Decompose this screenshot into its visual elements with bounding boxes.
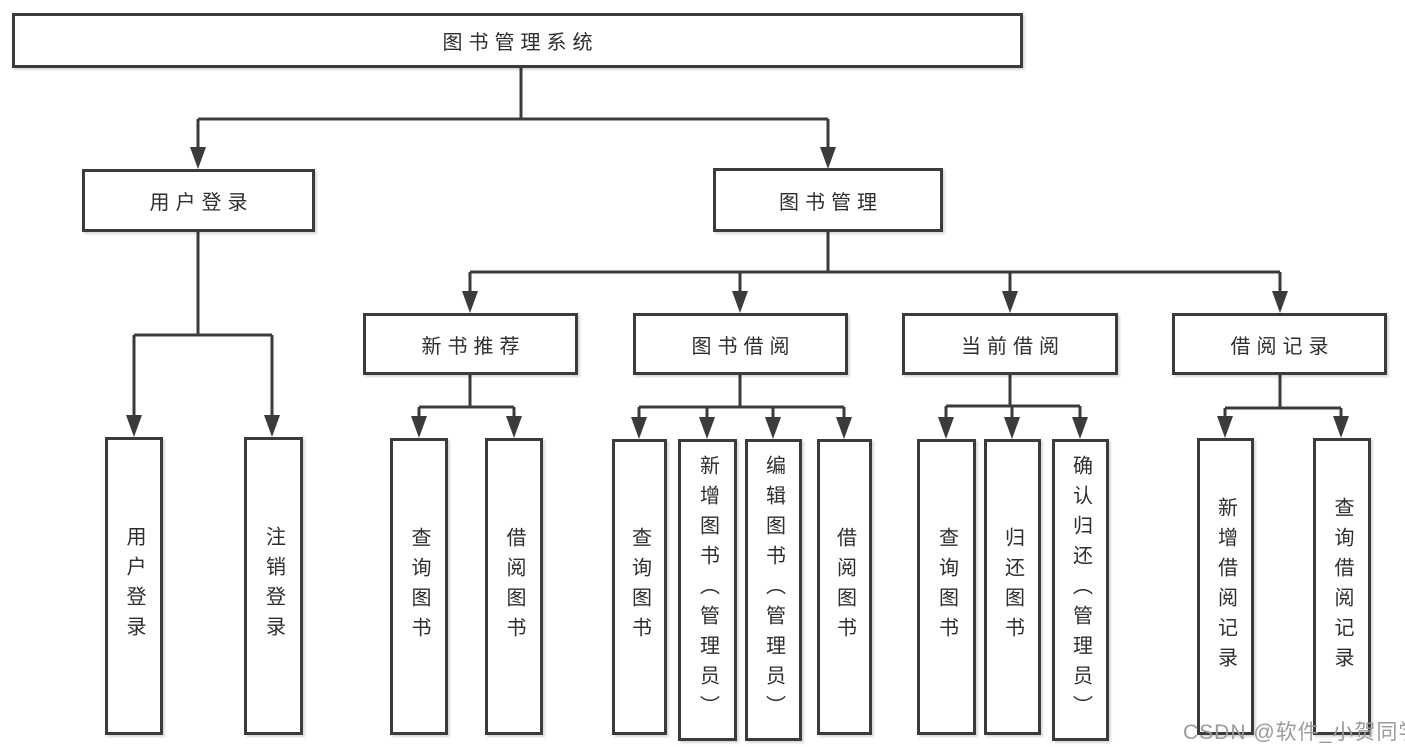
- leaf-borrow-books-recommend-label: 借阅图书: [503, 526, 525, 647]
- leaf-query-books-recommend: 查询图书: [390, 438, 448, 735]
- connector-book-management-branch: [462, 232, 1288, 313]
- leaf-borrow-books-label: 借阅图书: [833, 527, 856, 647]
- connector-user-login-branch: [126, 232, 280, 437]
- leaf-borrow-books: 借阅图书: [817, 439, 872, 735]
- leaf-query-books-current: 查询图书: [917, 439, 976, 735]
- leaf-logout-label: 注销登录: [262, 526, 285, 646]
- node-new-book-recommend: 新书推荐: [363, 313, 578, 375]
- node-book-borrow: 图书借阅: [633, 313, 848, 375]
- leaf-logout: 注销登录: [244, 437, 303, 735]
- leaf-user-login-label: 用户登录: [123, 526, 145, 646]
- connector-book-borrow-branch: [631, 375, 852, 439]
- leaf-query-books-current-label: 查询图书: [935, 527, 958, 647]
- leaf-edit-books-admin-label: 编辑图书（管理员）: [762, 455, 785, 725]
- connector-new-book-branch: [411, 375, 522, 438]
- leaf-query-books-borrow-label: 查询图书: [628, 527, 651, 647]
- leaf-edit-books-admin: 编辑图书（管理员）: [745, 439, 802, 741]
- leaf-add-books-admin-label: 新增图书（管理员）: [696, 455, 719, 725]
- leaf-query-books-recommend-label: 查询图书: [408, 526, 430, 647]
- leaf-query-books-borrow: 查询图书: [612, 439, 667, 735]
- leaf-confirm-return-admin-label: 确认归还（管理员）: [1069, 455, 1092, 725]
- leaf-add-books-admin: 新增图书（管理员）: [678, 439, 737, 741]
- node-current-borrow: 当前借阅: [902, 313, 1118, 375]
- leaf-return-books-label: 归还图书: [1001, 527, 1024, 647]
- connector-borrow-records-branch: [1217, 375, 1349, 438]
- leaf-query-borrow-record-label: 查询借阅记录: [1331, 496, 1353, 677]
- node-book-management: 图书管理: [713, 168, 943, 232]
- watermark: CSDN @软件_小贺同学: [1183, 721, 1405, 744]
- leaf-user-login: 用户登录: [105, 437, 163, 735]
- connector-root-branch: [190, 68, 836, 169]
- leaf-return-books: 归还图书: [984, 439, 1041, 735]
- leaf-confirm-return-admin: 确认归还（管理员）: [1052, 439, 1109, 741]
- leaf-borrow-books-recommend: 借阅图书: [485, 438, 543, 735]
- node-library-management-system: 图书管理系统: [12, 13, 1023, 68]
- leaf-query-borrow-record: 查询借阅记录: [1313, 438, 1371, 735]
- connector-current-borrow-branch: [938, 375, 1088, 439]
- node-user-login: 用户登录: [82, 169, 315, 232]
- node-borrow-records: 借阅记录: [1172, 313, 1387, 375]
- leaf-add-borrow-record: 新增借阅记录: [1197, 438, 1254, 735]
- leaf-add-borrow-record-label: 新增借阅记录: [1214, 496, 1237, 677]
